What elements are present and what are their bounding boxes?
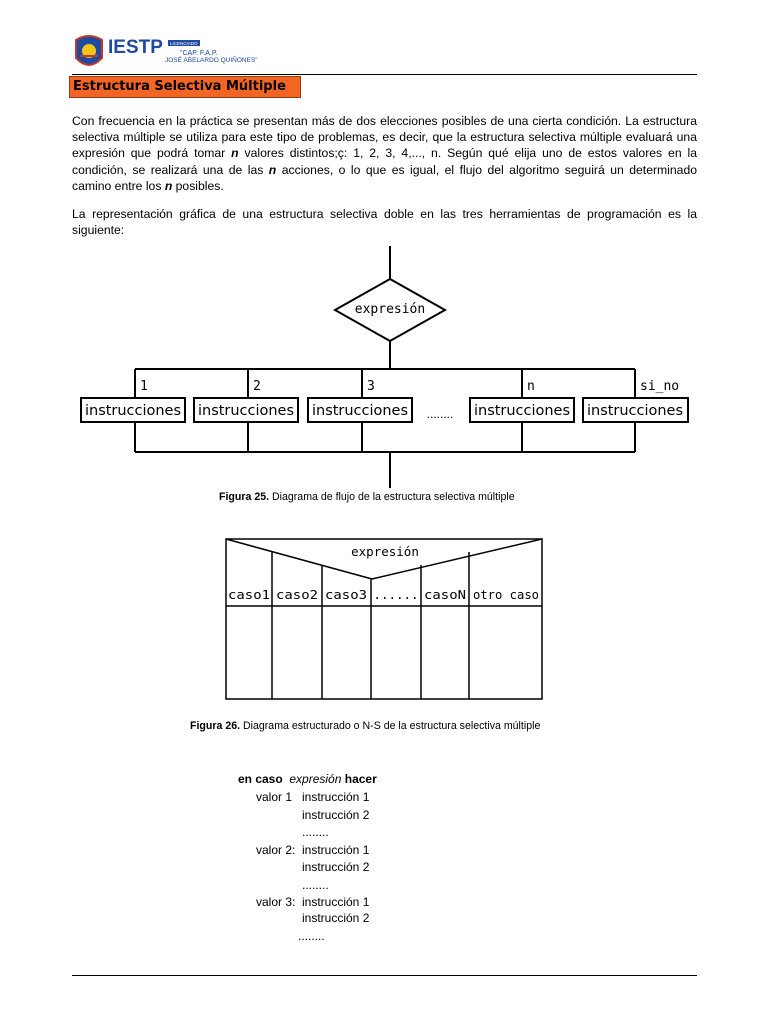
decision-label: expresión: [355, 302, 425, 317]
pseudo-v3-instr2: instrucción 2: [302, 911, 370, 925]
shield-icon: [75, 35, 103, 66]
figure-25-label: Figura 25.: [219, 491, 270, 503]
para1-em1: n: [231, 146, 239, 161]
pseudo-valor-1: valor 1: [256, 790, 293, 804]
branch-label-2: 2: [253, 379, 261, 394]
pseudo-valor-2: valor 2:: [256, 843, 296, 857]
logo-badge: LICENCIADO: [170, 41, 198, 46]
logo-subtext-1: "CAP. F.A.P.: [180, 50, 218, 57]
intro-paragraph: Con frecuencia en la práctica se present…: [72, 113, 697, 194]
ns-case-other: otro caso: [473, 587, 539, 602]
branch-label-3: 3: [367, 379, 375, 394]
figure-26-label: Figura 26.: [190, 720, 241, 732]
logo-text: IESTP: [108, 37, 163, 58]
ns-case-ellipsis: ......: [373, 587, 418, 602]
ns-expression: expresión: [351, 544, 419, 559]
instructions-box-1: instrucciones: [85, 403, 181, 419]
section-title: Estructura Selectiva Múltiple: [69, 76, 301, 98]
figure-25-text: Diagrama de flujo de la estructura selec…: [269, 491, 515, 503]
figure-26-text: Diagrama estructurado o N-S de la estruc…: [240, 720, 541, 732]
pseudo-v1-dots: ........: [302, 825, 329, 839]
pseudo-v3-instr1: instrucción 1: [302, 895, 370, 909]
instructions-box-2: instrucciones: [198, 403, 294, 419]
pseudo-valor-3: valor 3:: [256, 895, 296, 909]
figure-26-caption: Figura 26. Diagrama estructurado o N-S d…: [190, 720, 540, 732]
pseudo-expresion: expresión: [289, 772, 342, 786]
pseudo-line-header: en caso expresión hacer: [238, 772, 377, 786]
pseudo-en-caso: en caso: [238, 772, 283, 786]
pseudo-v1-instr2: instrucción 2: [302, 808, 370, 822]
header-rule: [72, 74, 697, 75]
footer-rule: [72, 975, 697, 976]
institution-logo: IESTP LICENCIADO "CAP. F.A.P. JOSÉ ABELA…: [72, 34, 262, 74]
pseudo-v2-instr1: instrucción 1: [302, 843, 370, 857]
pseudo-v2-dots: ........: [302, 878, 329, 892]
para1-part1: Con frecuencia en la práctica se present…: [72, 114, 697, 161]
ns-diagram: expresión caso1 caso2 caso3 ...... casoN…: [225, 538, 543, 700]
pseudo-hacer: hacer: [344, 772, 377, 786]
pseudo-v3-dots: ........: [298, 929, 325, 943]
ns-case-1: caso1: [228, 587, 270, 602]
flowchart-ellipsis: ........: [427, 407, 454, 421]
branch-label-n: n: [527, 379, 535, 394]
para1-part2: valores distintos;ç: 1, 2, 3, 4,..., n. …: [72, 146, 697, 177]
instructions-box-3: instrucciones: [312, 403, 408, 419]
ns-case-3: caso3: [325, 587, 367, 602]
para1-part4: posibles.: [172, 178, 224, 193]
pseudo-v1-instr1: instrucción 1: [302, 790, 370, 804]
para1-em2: n: [268, 162, 277, 177]
flowchart-diagram: expresión 1 2 3 n si_no instrucciones in…: [80, 246, 689, 488]
instructions-box-si-no: instrucciones: [587, 403, 683, 419]
ns-case-2: caso2: [276, 587, 318, 602]
figure-25-caption: Figura 25. Diagrama de flujo de la estru…: [219, 491, 515, 503]
pseudo-v2-instr2: instrucción 2: [302, 860, 370, 874]
para1-em3: n: [164, 178, 173, 193]
branch-label-si-no: si_no: [640, 379, 679, 394]
instructions-box-n: instrucciones: [474, 403, 570, 419]
branch-label-1: 1: [140, 379, 148, 394]
ns-case-n: casoN: [424, 587, 466, 602]
para1-part3: acciones, o lo que es igual, el flujo de…: [72, 162, 697, 193]
logo-subtext-2: JOSÉ ABELARDO QUIÑONES": [165, 55, 258, 64]
representation-paragraph: La representación gráfica de una estruct…: [72, 207, 697, 238]
